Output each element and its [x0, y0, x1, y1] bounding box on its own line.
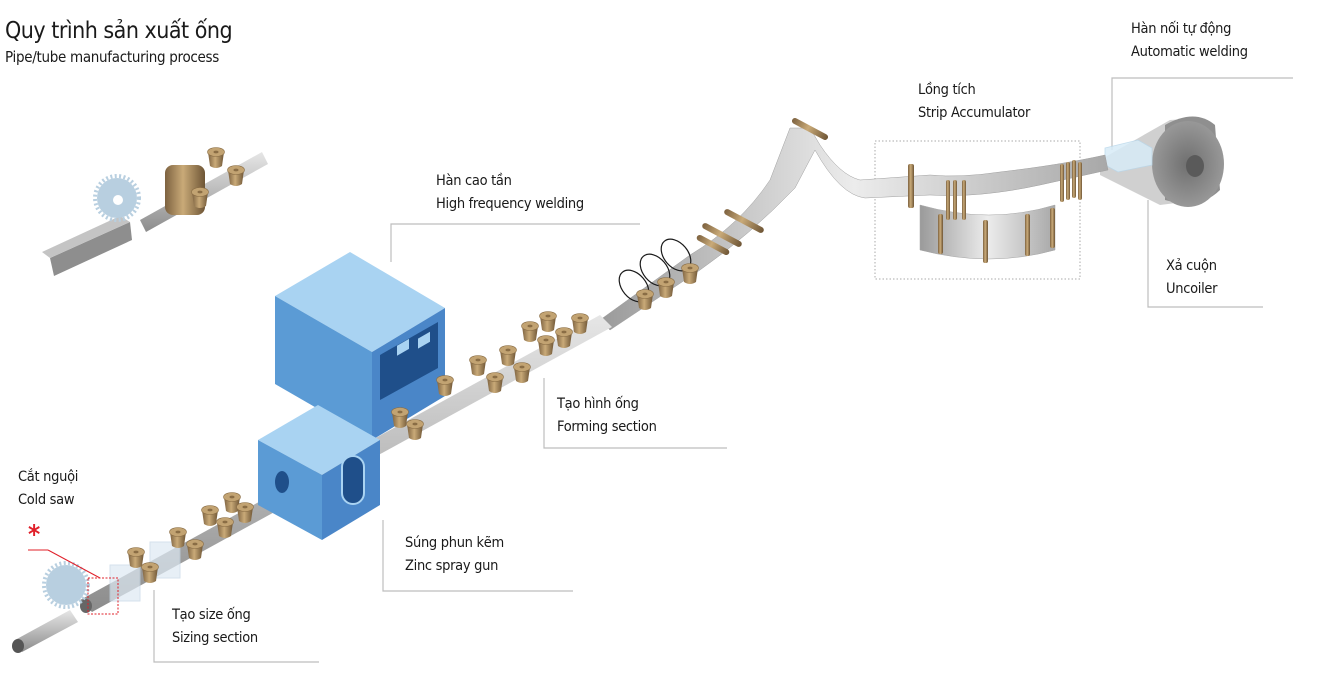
leader-automatic-welding: [1111, 77, 1293, 150]
cold-saw-en: Cold saw: [18, 492, 75, 508]
strip-accumulator-vi: Lồng tích: [918, 82, 976, 98]
strip-rollers: [696, 118, 829, 256]
steel-strip: [599, 127, 1109, 331]
forming-vi: Tạo hình ống: [557, 396, 639, 412]
page-subtitle: Pipe/tube manufacturing process: [5, 48, 220, 66]
uncoiler-vi: Xả cuộn: [1166, 258, 1217, 274]
uncoiler-en: Uncoiler: [1166, 281, 1218, 297]
hf-welding-vi: Hàn cao tần: [436, 173, 512, 189]
marker-asterisk: *: [28, 520, 40, 550]
forming-en: Forming section: [557, 419, 657, 435]
hf-welding-en: High frequency welding: [436, 196, 584, 212]
leader-uncoiler: [1147, 200, 1263, 308]
zinc-spray-en: Zinc spray gun: [405, 558, 499, 574]
leader-sizing: [153, 590, 319, 663]
label-hf-welding: Hàn cao tần High frequency welding: [436, 170, 584, 216]
label-forming: Tạo hình ống Forming section: [557, 393, 657, 439]
hf-welder-machine-icon: [275, 252, 445, 440]
page-title: Quy trình sản xuất ống: [5, 18, 233, 44]
automatic-welding-vi: Hàn nối tự động: [1131, 21, 1232, 37]
strip-accumulator-en: Strip Accumulator: [918, 105, 1031, 121]
accumulator-posts: [908, 160, 1082, 263]
square-bar-cutting-icon: [42, 147, 268, 276]
label-automatic-welding: Hàn nối tự động Automatic welding: [1131, 18, 1248, 64]
label-sizing: Tạo size ống Sizing section: [172, 604, 258, 650]
leader-zinc-spray: [382, 520, 573, 592]
label-zinc-spray: Súng phun kẽm Zinc spray gun: [405, 532, 504, 578]
sizing-section: [109, 492, 254, 602]
label-strip-accumulator: Lồng tích Strip Accumulator: [918, 79, 1030, 125]
label-uncoiler: Xả cuộn Uncoiler: [1166, 255, 1218, 301]
zinc-spray-machine-icon: [258, 405, 380, 540]
automatic-welding-en: Automatic welding: [1131, 44, 1248, 60]
leader-forming: [543, 378, 727, 449]
cut-marker: [28, 549, 119, 615]
leader-hf-welding: [390, 223, 640, 262]
cold-saw-vi: Cắt nguội: [18, 469, 79, 485]
label-cold-saw: Cắt nguội Cold saw: [18, 466, 78, 512]
sizing-vi: Tạo size ống: [172, 607, 251, 623]
accumulator-frame: [874, 140, 1081, 280]
zinc-spray-vi: Súng phun kẽm: [405, 535, 504, 551]
uncoiler-coil-icon: [1100, 116, 1224, 207]
sizing-en: Sizing section: [172, 630, 258, 646]
leader-lines: [153, 77, 1293, 663]
